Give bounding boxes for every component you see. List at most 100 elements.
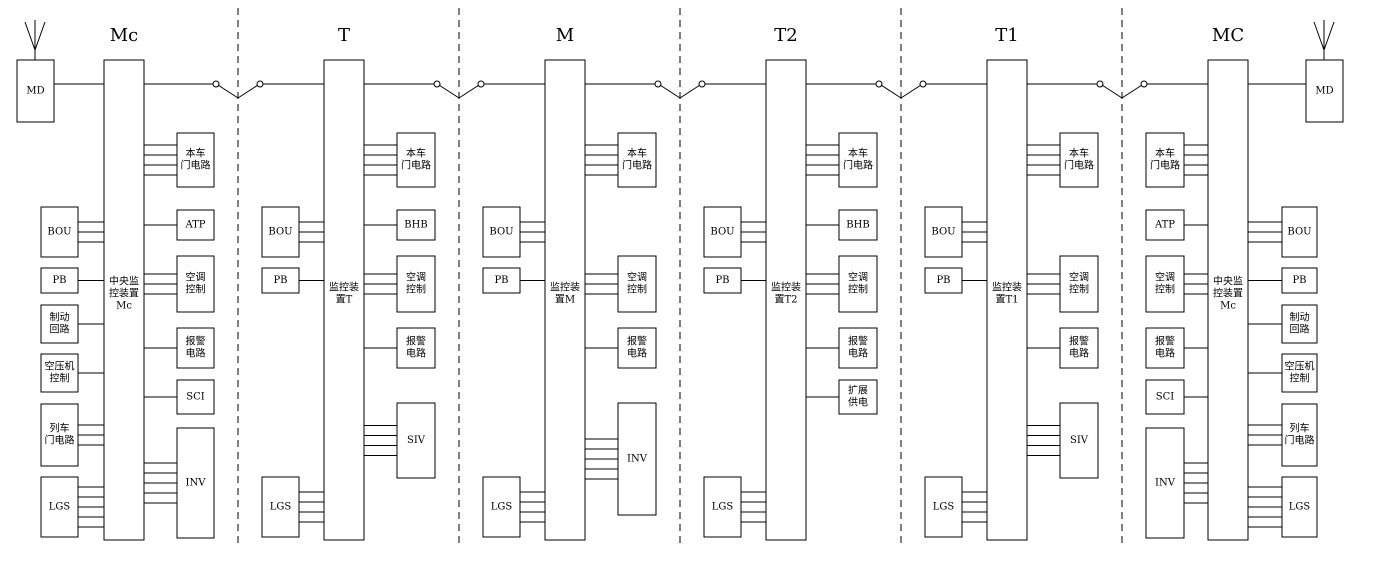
device-box: [838, 379, 878, 415]
switch-blade: [659, 84, 681, 99]
device-right: LGS: [1248, 476, 1318, 538]
device-label-line: 回路: [1290, 323, 1310, 336]
device-label-line: LGS: [491, 502, 513, 513]
device-box: [40, 476, 79, 538]
device-left: PB: [482, 267, 545, 294]
controller-label-line: 置T2: [774, 294, 797, 306]
device-label-line: INV: [186, 478, 207, 489]
antenna-arm: [1313, 21, 1325, 51]
antenna-arm: [34, 21, 46, 51]
device-label-line: 控制: [848, 283, 868, 296]
controller-label-line: 置T1: [995, 294, 1018, 306]
car-title: M: [556, 25, 574, 46]
device-box: [40, 206, 79, 258]
device-label-line: 门电路: [622, 159, 652, 172]
device-label: ATP: [184, 220, 205, 231]
device-right: PB: [1248, 267, 1318, 294]
controller-box: [1207, 59, 1249, 541]
device-label-line: 空调: [186, 271, 206, 284]
device-label-line: 控制: [1155, 283, 1175, 296]
controller-label-line: Mc: [1220, 301, 1236, 312]
device-label-line: BHB: [846, 220, 869, 231]
device-label-line: 列车: [50, 422, 70, 435]
device-right: BHB: [364, 209, 436, 241]
device-label-line: 电路: [186, 347, 206, 360]
device-left: BOU: [924, 206, 987, 258]
device-left: LGS: [703, 476, 766, 538]
device-label: INV: [627, 454, 648, 465]
device-label-line: LGS: [933, 502, 955, 513]
device-left: LGS: [924, 476, 987, 538]
controller-box: [323, 59, 365, 541]
device-label-line: 本车: [1155, 147, 1175, 160]
device-box: [1281, 476, 1318, 538]
device-label-line: 列车: [1290, 422, 1310, 435]
device-box: [40, 267, 79, 294]
device-label-line: SCI: [1156, 392, 1175, 403]
device-box: [1145, 255, 1185, 313]
device-box: [176, 327, 215, 369]
device-left: INV: [1145, 427, 1208, 539]
md-label: MD: [26, 86, 44, 97]
device-box: [703, 476, 742, 538]
coupler-switch: [806, 80, 987, 99]
device-left: ATP: [1145, 209, 1208, 241]
controller-label-line: 中央监: [109, 275, 139, 288]
device-label-line: 扩展: [848, 384, 868, 397]
device-left: BOU: [482, 206, 545, 258]
controller-label-line: 监控装: [329, 281, 359, 294]
device-right: BHB: [806, 209, 878, 241]
device-label-line: 报警: [406, 335, 426, 348]
device-label-line: 本车: [406, 147, 426, 160]
device-label-line: 控制: [406, 283, 426, 296]
controller-box: [986, 59, 1028, 541]
controller-label-line: 监控装: [992, 281, 1022, 294]
device-right: SCI: [144, 379, 215, 415]
device-box: [40, 403, 79, 467]
device-label-line: 电路: [1069, 347, 1089, 360]
device-label: BOU: [931, 227, 955, 238]
device-label: BOU: [489, 227, 513, 238]
device-label-line: 控制: [627, 283, 647, 296]
device-label-line: INV: [1155, 478, 1176, 489]
device-label: INV: [186, 478, 207, 489]
device-label-line: 门电路: [1285, 434, 1315, 447]
switch-blade: [237, 84, 259, 99]
device-label-line: BOU: [268, 227, 292, 238]
switch-blade: [1101, 84, 1123, 99]
device-label: LGS: [933, 502, 955, 513]
device-box: [482, 206, 521, 258]
switch-blade: [900, 84, 922, 99]
car-title: T1: [995, 25, 1018, 46]
device-box: [617, 255, 657, 313]
device-left: LGS: [40, 476, 104, 538]
device-label-line: 报警: [848, 335, 868, 348]
md-unit-left: MD: [16, 20, 55, 123]
device-box: [1059, 327, 1099, 369]
controller-label-line: 中央监: [1213, 275, 1243, 288]
device-label: SIV: [407, 435, 426, 446]
device-label-line: 空调: [1069, 271, 1089, 284]
device-label-line: 控制: [50, 372, 70, 385]
